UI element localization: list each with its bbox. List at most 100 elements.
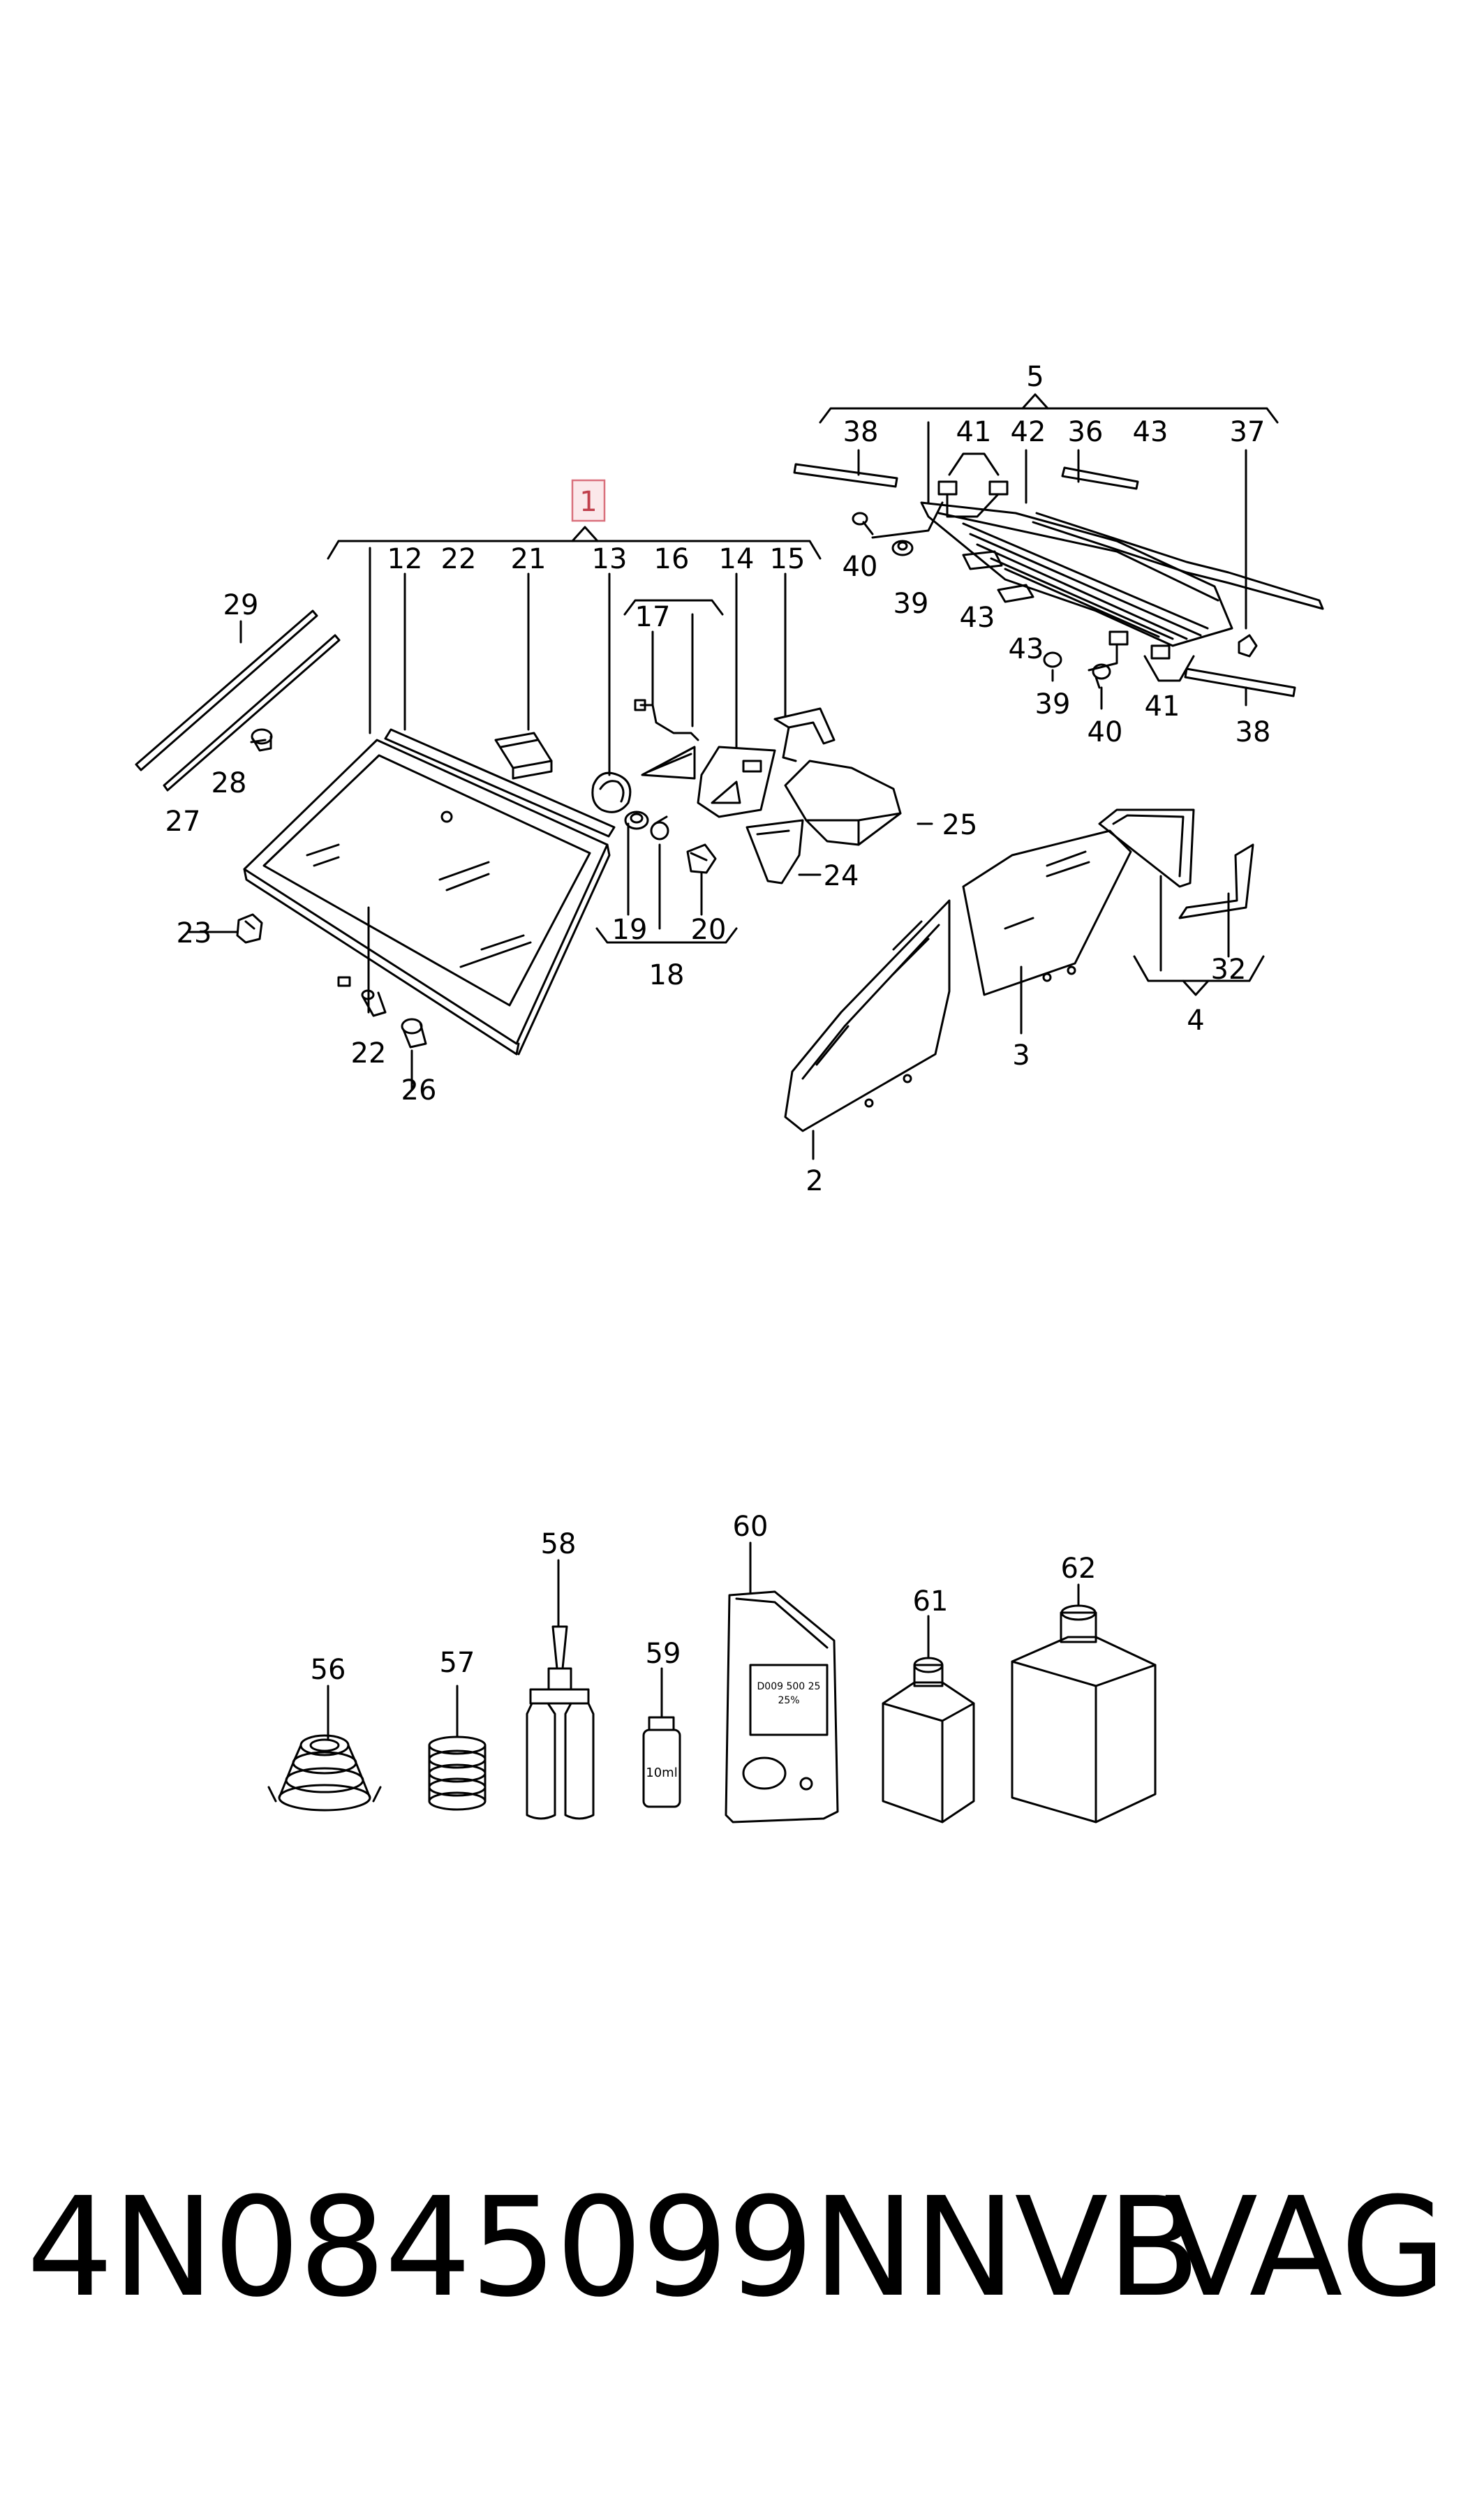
bracket-4 [1133, 955, 1265, 982]
callout-13: 13 [592, 543, 628, 575]
callout-12: 12 [387, 543, 423, 575]
callout-40-bottom: 40 [1088, 716, 1123, 748]
clip-28 [251, 728, 273, 752]
callout-22-bottom: 22 [351, 1037, 387, 1070]
callout-61: 61 [913, 1585, 949, 1618]
rear-window-5 [920, 466, 1324, 647]
bracket-part-13 [591, 771, 632, 813]
callout-42: 42 [1011, 416, 1046, 448]
callout-18: 18 [649, 959, 685, 991]
strip-38-bottom [1184, 667, 1296, 697]
callout-5: 5 [1026, 361, 1044, 393]
bottle-61 [882, 1657, 975, 1823]
cover-16 [641, 746, 696, 780]
coil-57 [428, 1736, 487, 1811]
bracket-1 [327, 540, 822, 560]
callout-27: 27 [165, 806, 201, 838]
callout-56: 56 [311, 1654, 346, 1686]
windshield [243, 728, 616, 1056]
callout-60: 60 [733, 1511, 769, 1543]
cap-26 [401, 1018, 427, 1049]
callout-38-bottom: 38 [1236, 716, 1271, 748]
callout-43-low: 43 [1009, 633, 1044, 665]
clip-23 [236, 913, 263, 944]
bracket-16 [623, 599, 724, 616]
bracket-41-top [948, 452, 1000, 476]
callout-23: 23 [177, 917, 212, 949]
callout-20: 20 [691, 914, 727, 946]
callout-32: 32 [1211, 954, 1247, 986]
callout-26: 26 [401, 1074, 437, 1107]
bracket-5 [819, 407, 1279, 424]
cover-25 [784, 760, 902, 846]
callout-41-top: 41 [956, 416, 992, 448]
callout-19: 19 [612, 914, 648, 946]
callout-17: 17 [635, 601, 671, 633]
pad-43-a [962, 550, 1003, 570]
bracket-18 [595, 927, 738, 944]
callout-22-top: 22 [441, 543, 477, 575]
callout-57: 57 [440, 1647, 475, 1679]
callout-3: 3 [1012, 1039, 1030, 1072]
callout-36: 36 [1068, 416, 1104, 448]
pouch-label-line2: 25% [778, 1695, 799, 1706]
callout-1-highlight [571, 479, 606, 522]
callout-38-top: 38 [843, 416, 879, 448]
ring-19 [624, 811, 649, 830]
bottle-59 [642, 1716, 681, 1808]
callout-4: 4 [1187, 1005, 1204, 1037]
quarter-glass-4 [1098, 808, 1254, 919]
brand-name: VAG [1164, 2168, 1447, 2328]
bracket-5-tip [1021, 393, 1049, 410]
callout-21: 21 [511, 543, 547, 575]
pouch-60 [725, 1590, 839, 1823]
bracket-1-tip [571, 526, 599, 542]
callout-41-bottom: 41 [1145, 690, 1180, 723]
cable-17 [634, 699, 699, 741]
nut-39-top [891, 540, 914, 556]
callout-2: 2 [806, 1165, 823, 1197]
callout-39-bottom: 39 [1035, 688, 1071, 720]
door-glass-2 [784, 899, 951, 1132]
door-glass-3 [962, 829, 1132, 996]
sensor-22 [361, 989, 387, 1017]
bracket-15 [773, 707, 836, 762]
callout-58: 58 [541, 1528, 577, 1560]
container-62 [1011, 1604, 1157, 1823]
sensor-18 [650, 815, 669, 841]
callout-25: 25 [942, 809, 978, 841]
callout-37: 37 [1230, 416, 1266, 448]
callout-59: 59 [646, 1638, 681, 1670]
part-number: 4N0845099NNVB [27, 2168, 1201, 2328]
callout-39-top: 39 [893, 588, 929, 620]
callout-43-top: 43 [1133, 416, 1168, 448]
callout-43-mid: 43 [960, 602, 995, 634]
callout-62: 62 [1061, 1553, 1097, 1585]
clip-37 [1238, 634, 1258, 658]
callout-40-top: 40 [843, 551, 878, 583]
callout-15: 15 [770, 543, 806, 575]
strip-38-top [793, 463, 898, 488]
sealant-roll-56 [267, 1734, 382, 1812]
callout-24: 24 [824, 860, 859, 892]
callout-14: 14 [719, 543, 755, 575]
pad-43-b [997, 584, 1034, 603]
callout-28: 28 [212, 767, 247, 799]
connector-41-bottom [1088, 630, 1171, 672]
cap-20 [686, 843, 717, 874]
housing-14 [697, 746, 776, 818]
pouch-label-line1: D009 500 25 [757, 1681, 821, 1692]
cover-24 [745, 819, 804, 885]
bolt-40-top [852, 501, 944, 539]
callout-1: 1 [579, 486, 597, 518]
callout-16: 16 [654, 543, 690, 575]
bracket-4-tip [1182, 979, 1210, 996]
trim-strip-29 [135, 609, 341, 792]
bolt-40-bottom [1092, 663, 1111, 689]
mount-21 [494, 732, 553, 780]
connector-41-top [937, 480, 1009, 518]
callout-29: 29 [223, 589, 259, 621]
bottle-59-label: 10ml [646, 1766, 677, 1780]
nut-39-bottom [1043, 651, 1062, 668]
